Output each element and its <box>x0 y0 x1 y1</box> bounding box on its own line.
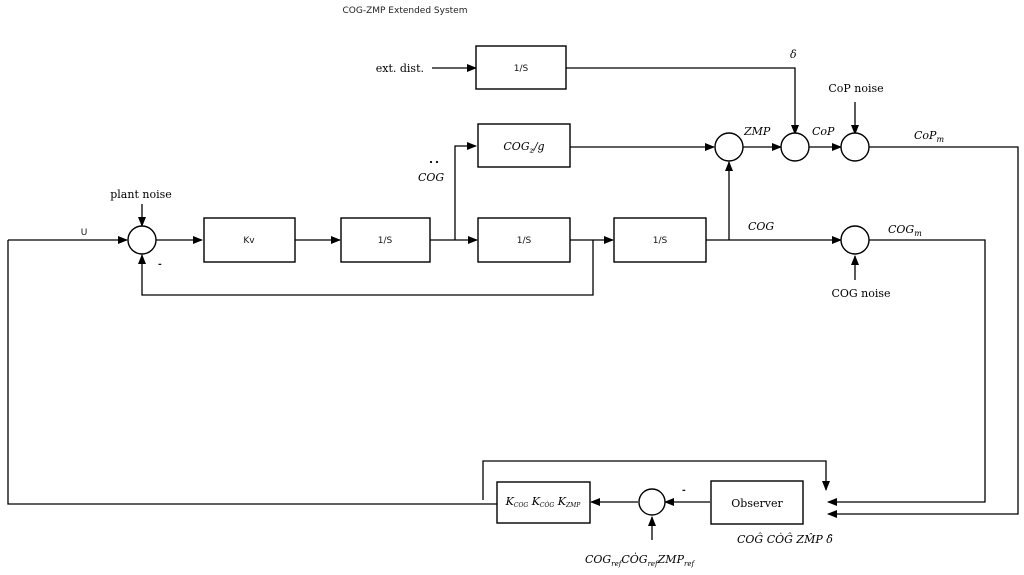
wire-cog-m <box>827 239 986 506</box>
label-u: U <box>81 228 88 238</box>
label-delta: δ <box>790 48 797 61</box>
block-int-3-label: 1/S <box>653 236 668 246</box>
label-minus-ref: - <box>682 486 686 496</box>
block-kv: Kv <box>203 217 296 263</box>
svg-text:COG: COG <box>418 171 444 184</box>
label-cop: CoP <box>812 125 835 138</box>
label-minus-inner: - <box>158 260 162 270</box>
label-cop-m: CoPm <box>914 129 944 144</box>
block-int-1-label: 1/S <box>378 236 393 246</box>
wire-observer-loop <box>482 460 830 500</box>
sum-cop <box>780 132 810 162</box>
label-plant-noise: plant noise <box>110 188 172 201</box>
wire-delta <box>566 67 799 135</box>
block-observer: Observer <box>710 480 804 525</box>
block-int-3: 1/S <box>613 217 707 263</box>
sum-cop-noise <box>840 132 870 162</box>
diagram-title: COG-ZMP Extended System <box>343 6 468 16</box>
label-observer-outputs: COĜ CȮĜ ZM̂P δ̂ <box>737 532 833 546</box>
label-ext-dist: ext. dist. <box>376 62 424 75</box>
label-zmp: ZMP <box>743 125 771 138</box>
block-int-dist: 1/S <box>475 45 567 90</box>
block-int-dist-label: 1/S <box>514 64 529 74</box>
connections <box>7 64 1019 540</box>
block-int-2: 1/S <box>477 217 571 263</box>
label-cog-ddot: COG <box>418 160 444 184</box>
label-cog-noise: COG noise <box>831 287 890 300</box>
block-observer-label: Observer <box>731 497 783 510</box>
label-cog: COG <box>748 220 774 233</box>
label-cop-noise: CoP noise <box>828 82 883 95</box>
block-int-1: 1/S <box>340 217 431 263</box>
sum-cog-noise <box>840 225 870 255</box>
wire-cop-m <box>827 146 1019 518</box>
block-cogz-g: COGz/g <box>477 123 571 168</box>
sum-plant-noise <box>127 225 157 255</box>
block-cogz-g-label: COGz/g <box>503 140 544 155</box>
wire-inner-feedback <box>138 240 594 296</box>
sum-zmp <box>714 132 744 162</box>
label-cog-m: COGm <box>888 223 922 238</box>
block-kv-label: Kv <box>243 236 255 246</box>
wire-cogddot-branch <box>454 142 477 240</box>
block-gains: KCOG KCȮG KZMP <box>496 481 591 524</box>
wire-control-feedback <box>7 240 497 505</box>
sum-reference <box>638 488 666 516</box>
label-references: COGrefCȮGrefZMPref <box>585 552 695 568</box>
block-int-2-label: 1/S <box>517 236 532 246</box>
